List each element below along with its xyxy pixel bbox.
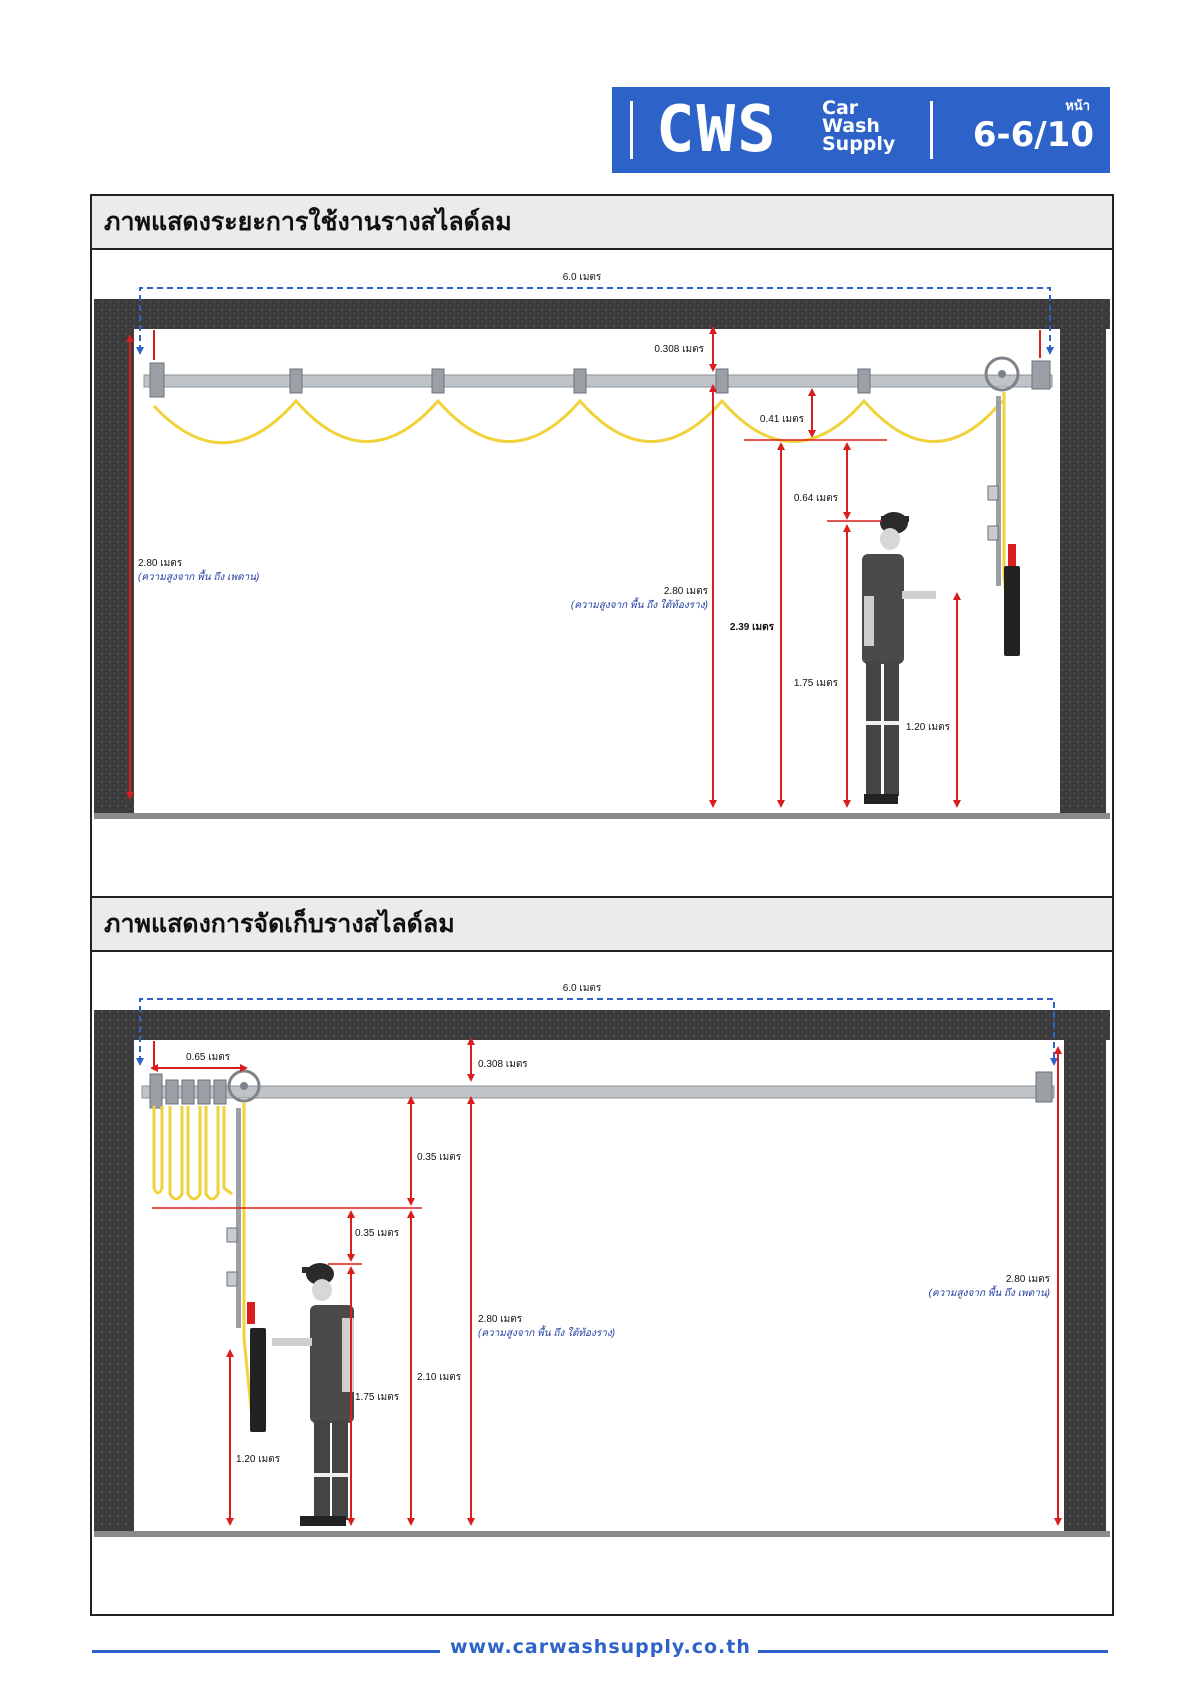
drop-pipe [236,1108,241,1328]
mid-height-label: 2.80 เมตร [478,1314,523,1325]
footer-divider [92,1650,440,1653]
stored-hose-bundle [152,1106,233,1201]
air-tools [226,1227,255,1324]
width-label: 6.0 เมตร [563,983,602,994]
person-height-label: 1.75 เมตร [355,1392,400,1403]
right-wall [1060,329,1106,815]
left-wall [94,329,134,815]
header-divider [630,101,633,159]
left-wall [94,1040,134,1534]
coil-hose [1004,566,1020,656]
footer-url[interactable]: www.carwashsupply.co.th [450,1636,751,1658]
person-height-label: 1.75 เมตร [794,678,839,689]
left-height-note: (ความสูงจาก พื้น ถึง เพดาน) [138,569,259,583]
worker-figure [272,1263,354,1526]
brand-name: Car Wash Supply [822,97,896,155]
mid-height-note: (ความสูงจาก พื้น ถึง ใต้ท้องราง) [478,1325,615,1339]
ceiling-slab [94,299,1110,329]
rail-drop-label: 0.308 เมตร [478,1059,528,1070]
floor-line [94,813,1110,819]
coil-hose [250,1328,266,1432]
brand-header: CWS Car Wash Supply หน้า 6-6/10 [612,87,1110,173]
bundle-width-label: 0.65 เมตร [186,1052,231,1063]
rail-drop-label: 0.308 เมตร [654,344,704,355]
footer-divider [758,1650,1108,1653]
mid-height-label: 2.80 เมตร [664,586,709,597]
brand-line-1: Car [822,97,859,119]
page-label: หน้า [1065,99,1090,114]
panel-title: ภาพแสดงระยะการใช้งานรางสไลด์ลม [92,196,1112,250]
usage-range-panel: ภาพแสดงระยะการใช้งานรางสไลด์ลม 6.0 เมตร [90,194,1114,900]
air-tools [987,485,1016,566]
brand-line-2: Wash [822,115,880,137]
floor-line [94,1531,1110,1537]
usage-range-diagram: 6.0 เมตร [94,272,1110,819]
width-dimension [136,998,1058,1066]
brand-line-3: Supply [822,133,896,155]
bundle-clear-label: 0.35 เมตร [355,1228,400,1239]
storage-panel: ภาพแสดงการจัดเก็บรางสไลด์ลม 6.0 เมตร [90,896,1114,1616]
slide-rail [143,374,1053,388]
worker-figure [862,512,936,804]
panel-title: ภาพแสดงการจัดเก็บรางสไลด์ลม [92,898,1112,952]
air-hose-loops [152,398,1004,445]
tool-height-label: 1.20 เมตร [906,722,951,733]
hose-height-label: 2.10 เมตร [417,1372,462,1383]
stacked-trolleys [149,1071,1053,1109]
mid-height-note: (ความสูงจาก พื้น ถึง ใต้ท้องราง) [571,597,708,611]
drop-hose [242,1102,254,1419]
ceiling-slab [94,1010,1110,1040]
slide-rail [141,1085,1055,1099]
left-height-label: 2.80 เมตร [138,558,183,569]
rail-trolleys [149,362,871,398]
hose-height-label: 2.39 เมตร [730,622,775,633]
storage-diagram: 6.0 เมตร [94,983,1110,1537]
pulley-wheel-icon [984,356,1051,392]
tool-height-label: 1.20 เมตร [236,1454,281,1465]
right-height-note: (ความสูงจาก พื้น ถึง เพดาน) [929,1285,1050,1299]
right-height-label: 2.80 เมตร [1006,1274,1051,1285]
bundle-depth-label: 0.35 เมตร [417,1152,462,1163]
right-wall [1064,1040,1106,1534]
loop-depth-label: 0.41 เมตร [760,414,805,425]
header-divider [930,101,933,159]
page-number: 6-6/10 [972,115,1094,155]
loop-clear-label: 0.64 เมตร [794,493,839,504]
cws-logo: CWS [656,93,778,167]
width-dimension [136,287,1054,355]
width-label: 6.0 เมตร [563,272,602,283]
